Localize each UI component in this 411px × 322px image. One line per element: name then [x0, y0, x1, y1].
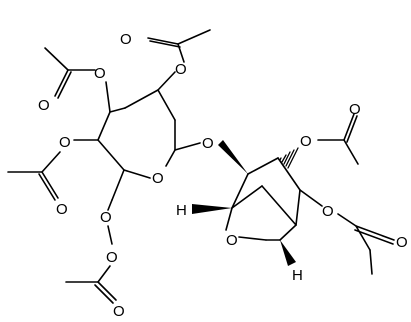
- acetate-r2: O O: [299, 189, 408, 275]
- pyranose-ring: O: [97, 89, 176, 187]
- acetate-c2: O O: [120, 29, 211, 91]
- wedge-bond-h-left: [192, 204, 232, 214]
- acetate-r2-ester-oxygen: O: [322, 203, 334, 220]
- glycosidic-oxygen: O: [202, 135, 214, 152]
- acetate-c4: O O: [7, 134, 99, 218]
- bicyclic-ring: O H H: [176, 140, 303, 284]
- acetate-c4-ester-oxygen: O: [59, 134, 71, 151]
- acetate-c2-ester-oxygen: O: [175, 61, 187, 78]
- acetate-r2-carbonyl-oxygen: O: [396, 234, 408, 251]
- acetate-r1-ester-oxygen: O: [300, 133, 312, 150]
- wedge-bond-h-right: [280, 240, 296, 266]
- ring-oxygen-label: O: [152, 170, 164, 187]
- h-left-label: H: [176, 202, 187, 219]
- acetate-r1: O O: [279, 101, 361, 169]
- acetate-c2-carbonyl-oxygen: O: [120, 31, 132, 48]
- h-right-label: H: [292, 267, 303, 284]
- acetate-c6-carbonyl-oxygen: O: [113, 303, 125, 320]
- wedge-bond-glycosidic: [218, 140, 248, 174]
- c6-oxygen: O: [100, 209, 112, 226]
- glycosidic-linkage: O: [174, 135, 214, 152]
- hashed-bond-r1: [279, 147, 299, 169]
- acetate-c6-ester-oxygen: O: [106, 249, 118, 266]
- acetate-r1-carbonyl-oxygen: O: [349, 101, 361, 118]
- acetate-c3-ester-oxygen: O: [94, 65, 106, 82]
- acetate-c6: O O O: [65, 169, 125, 320]
- acetate-c3-carbonyl-oxygen: O: [38, 97, 50, 114]
- acetate-c4-carbonyl-oxygen: O: [56, 201, 68, 218]
- acetate-c3: O O: [38, 47, 111, 114]
- bridge-oxygen: O: [226, 232, 238, 249]
